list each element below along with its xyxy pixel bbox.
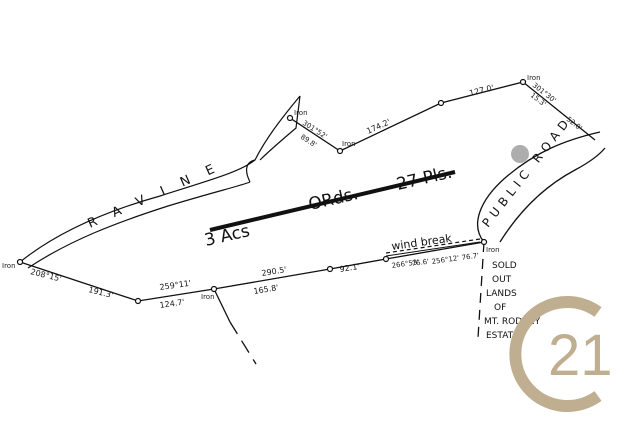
iron-label: Iron xyxy=(294,109,308,117)
brand-logo: 21 xyxy=(509,296,613,412)
sold-out-line: MT. RODNEY xyxy=(484,317,541,327)
sold-out-line: SOLD xyxy=(492,261,517,271)
sold-out-block: SOLD OUT LANDS OF MT. RODNEY ESTATE xyxy=(484,261,541,341)
perches-label: 27 Pls. xyxy=(395,163,454,195)
iron-marker xyxy=(286,114,294,122)
lot-split-line xyxy=(213,288,231,323)
measure-label: 124.7' xyxy=(159,298,185,310)
iron-marker xyxy=(519,78,527,86)
measure-label: 256°12' xyxy=(431,254,460,266)
ords-label: ORds. xyxy=(307,184,360,215)
iron-label: Iron xyxy=(2,262,16,270)
smudge-mark xyxy=(511,145,529,163)
measure-label: 266°53' xyxy=(391,258,420,270)
measure-label: 208°15' xyxy=(30,267,63,283)
logo-text: 21 xyxy=(548,323,613,388)
iron-label: Iron xyxy=(342,140,356,148)
iron-marker xyxy=(134,297,142,305)
ravine xyxy=(19,95,301,269)
iron-marker xyxy=(210,285,218,293)
lot-split-dash xyxy=(229,321,257,365)
measure-label: 191.3' xyxy=(88,285,115,300)
wind-break-label: wind break xyxy=(391,232,453,253)
sold-out-line: OUT xyxy=(492,275,512,285)
iron-marker xyxy=(480,238,488,246)
iron-label: Iron xyxy=(486,246,500,254)
measure-label: 76.6' xyxy=(411,258,430,268)
iron-labels: Iron Iron Iron Iron Iron Iron xyxy=(2,74,541,301)
east-boundary xyxy=(522,81,596,141)
iron-label: Iron xyxy=(527,74,541,82)
measure-label: 290.5' xyxy=(261,265,287,278)
boundary-lines xyxy=(19,81,596,365)
south-boundary xyxy=(19,241,485,302)
iron-marker xyxy=(326,265,334,273)
road-label: PUBLIC ROAD xyxy=(479,114,574,230)
iron-marker xyxy=(336,147,344,155)
public-road xyxy=(476,131,606,243)
measure-label: 76.7' xyxy=(461,252,480,262)
measure-label: 165.8' xyxy=(253,283,279,296)
measure-label: 127.0' xyxy=(468,83,495,98)
sold-out-line: OF xyxy=(494,303,506,313)
iron-label: Iron xyxy=(201,293,215,301)
sold-out-line: ESTATE xyxy=(486,331,519,341)
area-underline xyxy=(209,170,456,232)
measure-label: 89.8' xyxy=(299,133,318,149)
iron-marker xyxy=(437,99,445,107)
north-boundary xyxy=(289,81,524,152)
measure-label: 92.1' xyxy=(339,262,360,274)
sold-out-line: LANDS xyxy=(486,289,517,299)
iron-markers xyxy=(16,78,527,305)
iron-marker xyxy=(16,258,24,266)
area-label: 3 Acs xyxy=(203,221,252,251)
wind-break xyxy=(385,238,481,257)
iron-marker xyxy=(382,255,390,263)
measure-label: 259°11' xyxy=(159,279,192,292)
